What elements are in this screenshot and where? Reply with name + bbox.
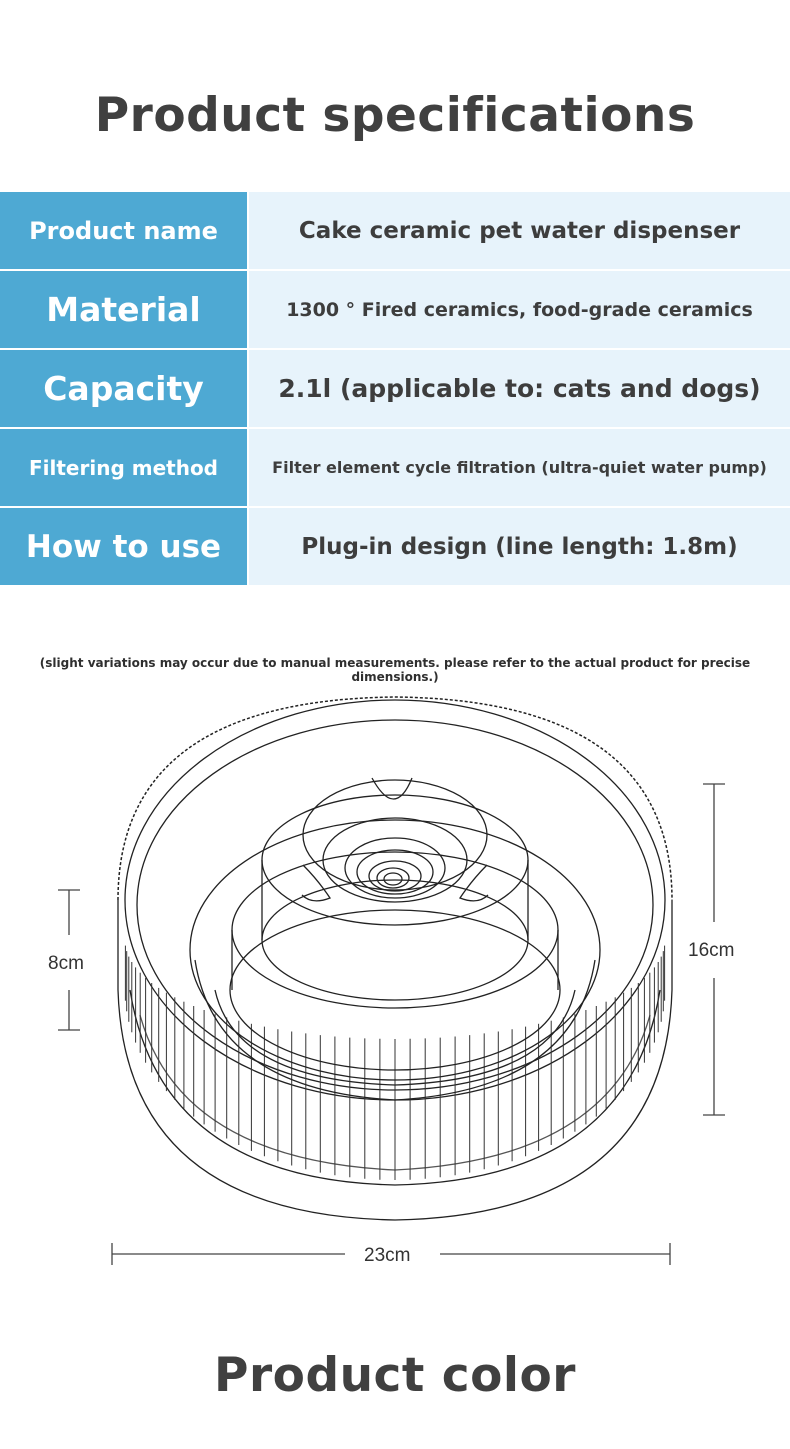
spec-label: How to use (0, 508, 247, 585)
dimension-23cm-line (111, 1243, 671, 1265)
spec-row-material: Material 1300 ° Fired ceramics, food-gra… (0, 271, 790, 348)
spec-row-product-name: Product name Cake ceramic pet water disp… (0, 192, 790, 269)
dimension-23cm-label: 23cm (364, 1245, 410, 1266)
spec-value: Cake ceramic pet water dispenser (249, 192, 790, 269)
inner-bowl (189, 819, 601, 1101)
spec-label: Capacity (0, 350, 247, 427)
product-dimension-diagram: 8cm 16cm 23cm (48, 696, 734, 1266)
cake-tower (229, 777, 561, 1071)
dimension-8cm-line (58, 889, 80, 1031)
spec-row-how-to-use: How to use Plug-in design (line length: … (0, 508, 790, 585)
spec-value: 1300 ° Fired ceramics, food-grade cerami… (249, 271, 790, 348)
dispenser-outer-body (117, 696, 673, 1221)
dimension-8cm-label: 8cm (48, 953, 84, 974)
spec-section-title: Product specifications (94, 88, 696, 143)
measurement-note: (slight variations may occur due to manu… (39, 656, 751, 684)
spec-table: Product name Cake ceramic pet water disp… (0, 192, 790, 585)
dimension-16cm-line (703, 783, 725, 1116)
dimension-16cm-label: 16cm (688, 940, 734, 961)
spec-row-capacity: Capacity 2.1l (applicable to: cats and d… (0, 350, 790, 427)
color-section-title: Product color (214, 1348, 576, 1403)
spec-label: Material (0, 271, 247, 348)
spec-row-filtering-method: Filtering method Filter element cycle fi… (0, 429, 790, 506)
spec-value: Plug-in design (line length: 1.8m) (249, 508, 790, 585)
spec-label: Product name (0, 192, 247, 269)
spec-value: Filter element cycle filtration (ultra-q… (249, 429, 790, 506)
spec-label: Filtering method (0, 429, 247, 506)
spec-value: 2.1l (applicable to: cats and dogs) (249, 350, 790, 427)
